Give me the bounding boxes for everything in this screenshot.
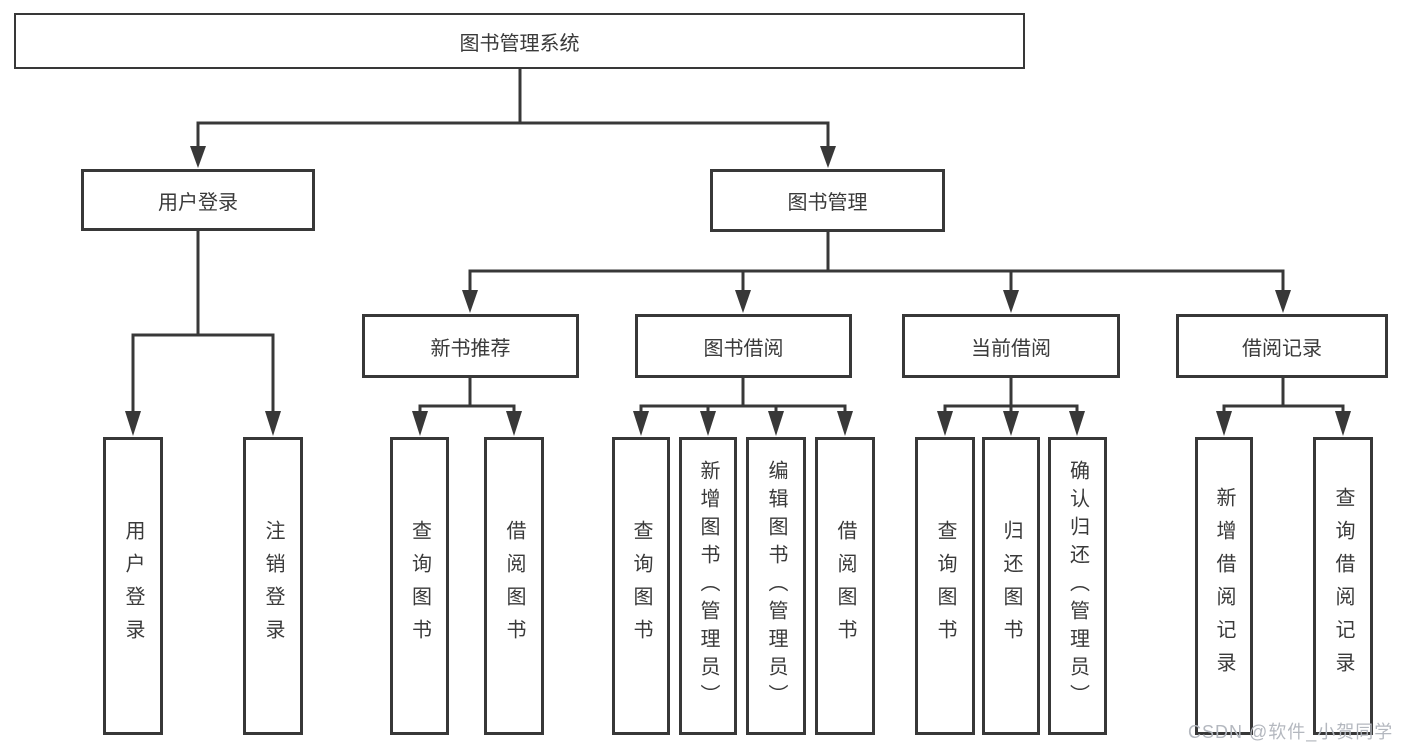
csdn-watermark: CSDN @软件_小贺同学 [1188, 722, 1394, 742]
node-book-management: 图书管理 [710, 169, 945, 232]
node-current-borrow: 当前借阅 [902, 314, 1120, 378]
node-borrow-records: 借阅记录 [1176, 314, 1388, 378]
arrow-book-management [820, 146, 836, 168]
arrow-book-borrow [735, 290, 751, 313]
arrow-leaf-logout [265, 411, 281, 436]
arrow-add-record [1216, 411, 1232, 436]
arrow-new-book [462, 290, 478, 313]
arrow-return-book [1003, 411, 1019, 436]
node-label: 新书推荐 [430, 337, 511, 360]
leaf-label: 借阅图书 [834, 520, 856, 652]
node-label: 图书管理系统 [459, 32, 580, 55]
leaf-label: 新增图书（管理员） [697, 460, 719, 712]
leaf-confirm-return-admin: 确认归还（管理员） [1048, 437, 1107, 735]
leaf-logout-login: 注销登录 [243, 437, 303, 735]
node-label: 借阅记录 [1242, 337, 1322, 360]
leaf-label: 借阅图书 [503, 520, 525, 652]
connector-arrowheads [125, 146, 1351, 436]
leaf-label: 查询借阅记录 [1332, 487, 1354, 685]
arrow-user-login [190, 146, 206, 168]
leaf-label: 用户登录 [122, 520, 144, 652]
arrow-query-book-2 [633, 411, 649, 436]
node-label: 图书管理 [787, 192, 868, 214]
arrow-confirm-return [1069, 411, 1085, 436]
leaf-label: 编辑图书（管理员） [765, 460, 787, 712]
leaf-borrow-book-recommend: 借阅图书 [484, 437, 544, 735]
arrow-query-record [1335, 411, 1351, 436]
leaf-label: 确认归还（管理员） [1066, 460, 1089, 712]
arrow-borrow-book-1 [506, 411, 522, 436]
node-label: 图书借阅 [703, 337, 784, 360]
arrow-current-borrow [1003, 290, 1019, 313]
leaf-query-book-recommend: 查询图书 [390, 437, 449, 735]
arrow-leaf-user-login [125, 411, 141, 436]
node-book-borrow: 图书借阅 [635, 314, 852, 378]
leaf-return-book: 归还图书 [982, 437, 1040, 735]
leaf-query-book-current: 查询图书 [915, 437, 975, 735]
leaf-query-borrow-record: 查询借阅记录 [1313, 437, 1373, 735]
leaf-edit-book-admin: 编辑图书（管理员） [746, 437, 806, 735]
node-library-management-system: 图书管理系统 [14, 13, 1025, 69]
leaf-label: 归还图书 [1000, 520, 1022, 652]
arrow-borrow-book-2 [837, 411, 853, 436]
leaf-label: 新增借阅记录 [1213, 487, 1235, 685]
arrow-borrow-records [1275, 290, 1291, 313]
arrow-add-book [700, 411, 716, 436]
leaf-label: 查询图书 [934, 520, 956, 652]
node-label: 当前借阅 [971, 337, 1051, 360]
leaf-label: 查询图书 [630, 520, 652, 652]
node-new-book-recommend: 新书推荐 [362, 314, 579, 378]
leaf-query-book-borrow: 查询图书 [612, 437, 670, 735]
leaf-add-book-admin: 新增图书（管理员） [679, 437, 737, 735]
node-user-login: 用户登录 [81, 169, 315, 231]
arrow-query-book-3 [937, 411, 953, 436]
leaf-borrow-book-2: 借阅图书 [815, 437, 875, 735]
arrow-query-book-1 [412, 411, 428, 436]
node-label: 用户登录 [158, 191, 238, 214]
leaf-user-login: 用户登录 [103, 437, 163, 735]
leaf-label: 注销登录 [262, 520, 284, 652]
arrow-edit-book [768, 411, 784, 436]
leaf-add-borrow-record: 新增借阅记录 [1195, 437, 1253, 735]
leaf-label: 查询图书 [408, 520, 431, 652]
